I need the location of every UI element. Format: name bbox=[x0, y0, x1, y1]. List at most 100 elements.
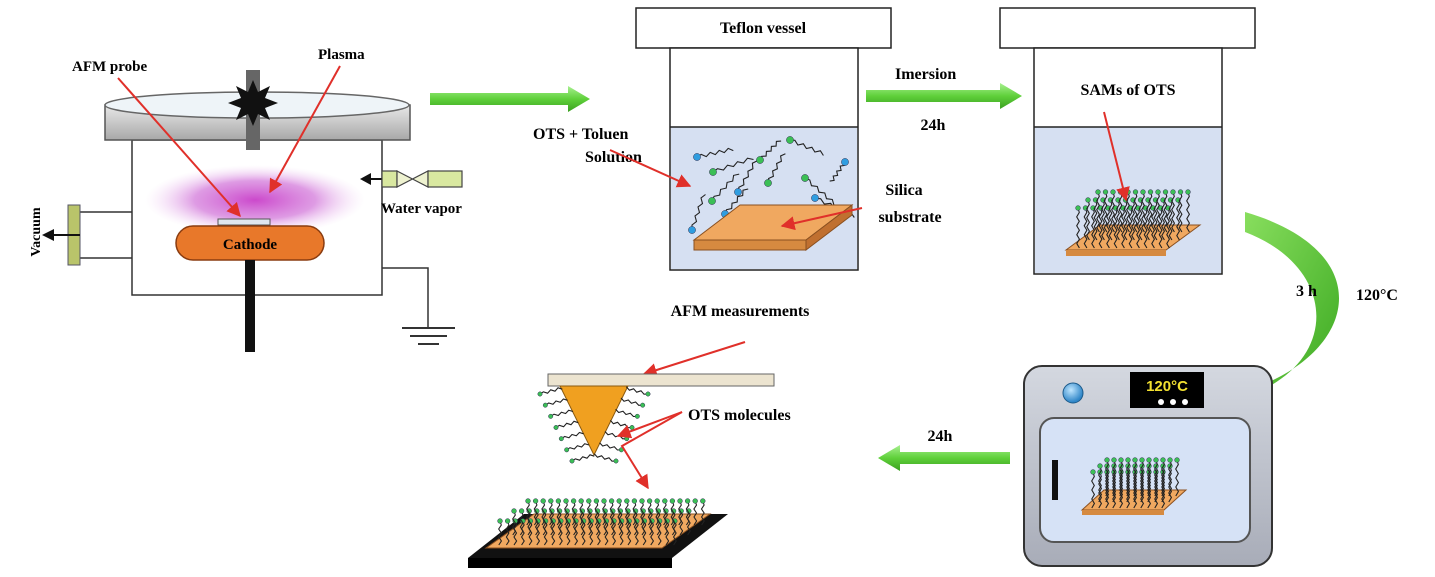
display-dot-2 bbox=[1170, 399, 1176, 405]
oven-window bbox=[1039, 417, 1251, 543]
ots-molecule bbox=[709, 157, 754, 176]
ots-molecule bbox=[708, 173, 740, 205]
afm-measurement: AFM measurements OTS molecules bbox=[468, 303, 809, 568]
ots-molecule bbox=[578, 498, 584, 526]
ots-molecule bbox=[1140, 189, 1146, 233]
plasma-pointer bbox=[269, 65, 341, 194]
ots-molecule bbox=[829, 158, 849, 182]
flow-arrow-2 bbox=[866, 83, 1022, 109]
ots-molecule bbox=[511, 508, 517, 536]
ots-molecule bbox=[693, 147, 734, 161]
ots-molecule bbox=[569, 454, 595, 464]
ots-molecule bbox=[1135, 205, 1141, 249]
ots-molecule bbox=[1160, 457, 1166, 497]
ots-molecule bbox=[678, 508, 684, 536]
immersion-label: Imersion bbox=[895, 66, 956, 83]
ots-molecule bbox=[1132, 189, 1139, 233]
silica-substrate-front bbox=[693, 239, 807, 251]
ots-molecule bbox=[1147, 189, 1154, 233]
plasma-chamber: Cathode Vacuum Water vapor AFM probe Pla… bbox=[29, 47, 463, 352]
ots-molecule bbox=[616, 498, 622, 526]
immersion-time-label: 24h bbox=[921, 117, 946, 134]
afm-measurements-label: AFM measurements bbox=[671, 303, 810, 320]
ots-molecule bbox=[537, 387, 563, 397]
teflon-vessel-label: Teflon vessel bbox=[720, 20, 807, 37]
oven-display-temp: 120°C bbox=[1146, 378, 1188, 395]
ots-solution-label-1: OTS + Toluen bbox=[533, 126, 628, 143]
ots-molecule bbox=[608, 498, 615, 526]
cantilever bbox=[547, 373, 775, 387]
ots-molecule bbox=[555, 498, 562, 526]
water-vapor-pipe-a bbox=[381, 170, 398, 188]
ots-molecule bbox=[688, 194, 706, 234]
ots-molecule bbox=[686, 508, 692, 536]
ots-molecule bbox=[620, 397, 646, 408]
silica-pointer bbox=[780, 207, 863, 231]
ots-molecule bbox=[734, 160, 758, 196]
ots-molecule bbox=[558, 431, 584, 442]
ots-molecule bbox=[549, 508, 555, 536]
oven-handle bbox=[1052, 460, 1058, 500]
display-dot-3 bbox=[1182, 399, 1188, 405]
water-vapor-arrow-icon bbox=[360, 173, 371, 185]
ots-molecule bbox=[579, 508, 586, 536]
ots-molecule bbox=[572, 508, 578, 536]
ots-molecule bbox=[601, 498, 607, 526]
ots-molecule bbox=[593, 453, 619, 464]
ots-molecule bbox=[801, 174, 835, 206]
ots-molecule bbox=[1125, 457, 1131, 497]
plasma-glow bbox=[145, 165, 365, 235]
knob-icon bbox=[1062, 382, 1084, 404]
ots-molecule bbox=[593, 498, 600, 526]
water-vapor-label: Water vapor bbox=[381, 201, 462, 217]
ots-molecule bbox=[532, 498, 539, 526]
ots-molecule bbox=[1177, 189, 1184, 233]
teflon-vessel-solution: Teflon vessel OTS + Toluen Solution Sili… bbox=[533, 7, 942, 271]
ots-molecule bbox=[663, 508, 669, 536]
bake-time-label: 3 h bbox=[1296, 283, 1317, 300]
ots-molecule bbox=[1167, 457, 1173, 497]
oven-display bbox=[1130, 372, 1204, 408]
ots-molecule bbox=[1085, 197, 1091, 241]
ots-molecule bbox=[1118, 457, 1124, 497]
oven-time-label: 24h bbox=[928, 428, 953, 445]
vacuum-label: Vacuum bbox=[29, 207, 44, 257]
ots-molecule bbox=[526, 508, 532, 536]
ots-tip-pointer bbox=[616, 411, 683, 439]
water-vapor-valve-icon bbox=[396, 170, 429, 188]
afm-probe-pointer bbox=[117, 77, 241, 218]
ots-molecule bbox=[586, 498, 592, 526]
flow-arrow-3 bbox=[878, 445, 1010, 471]
silica-substrate-side bbox=[805, 203, 853, 252]
ots-molecule bbox=[639, 498, 645, 526]
base-plate-front bbox=[468, 558, 672, 568]
sams-label: SAMs of OTS bbox=[1080, 82, 1175, 99]
solution-pointer bbox=[609, 149, 692, 188]
ots-molecule bbox=[564, 508, 570, 536]
ots-solution-label-2: Solution bbox=[585, 149, 642, 166]
afm-measurements-pointer bbox=[642, 341, 746, 377]
vessel2-cap bbox=[999, 7, 1256, 49]
ots-molecule bbox=[1132, 457, 1138, 497]
ots-molecule bbox=[570, 498, 577, 526]
ots-molecule bbox=[654, 498, 660, 526]
ots-molecule bbox=[1111, 457, 1117, 497]
afm-probe-sample bbox=[217, 218, 271, 226]
plasma-label: Plasma bbox=[318, 47, 365, 63]
bake-temp-label: 120°C bbox=[1356, 287, 1398, 304]
ots-molecule bbox=[1095, 189, 1101, 233]
ots-molecules-label: OTS molecules bbox=[688, 407, 791, 424]
ots-molecule bbox=[764, 153, 786, 187]
cathode-label: Cathode bbox=[223, 237, 278, 253]
silica-label-1: Silica bbox=[885, 182, 922, 199]
ots-molecule bbox=[631, 498, 638, 526]
ots-molecule bbox=[662, 498, 668, 526]
ots-molecule bbox=[615, 408, 640, 419]
display-dot-1 bbox=[1158, 399, 1164, 405]
ots-molecules-free bbox=[688, 136, 855, 234]
ots-molecule bbox=[1075, 205, 1081, 249]
ots-molecule bbox=[1102, 189, 1109, 233]
ots-molecule bbox=[786, 136, 824, 156]
ots-molecule bbox=[756, 140, 782, 164]
